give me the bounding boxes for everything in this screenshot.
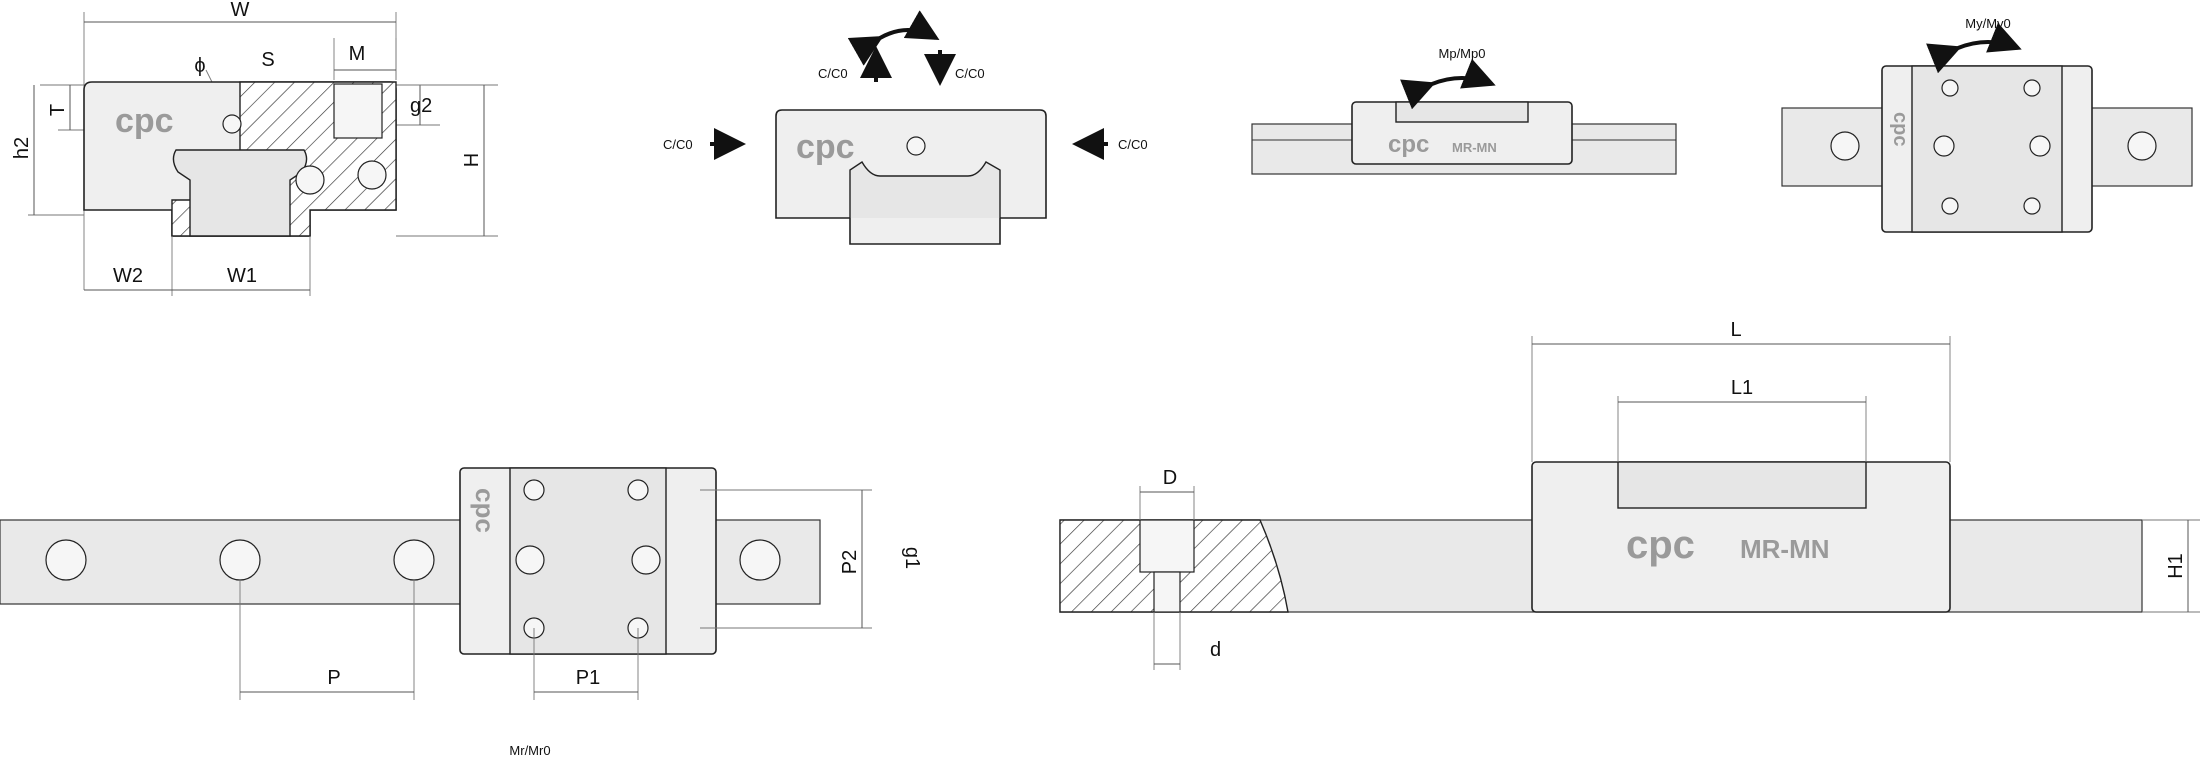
rail-top-view: cpc P P1 P2 g1 Mr/Mr0	[0, 467, 923, 758]
dim-L1-label: L1	[1731, 377, 1753, 399]
front-rail-profile	[849, 161, 1001, 218]
ball-right-2	[357, 160, 387, 190]
load-up-label: C/C0	[818, 66, 848, 81]
brand-logo-section: cpc	[115, 102, 174, 140]
yaw-moment-label: My/My0	[1965, 16, 2011, 31]
dim-g2-label: g2	[410, 95, 432, 117]
yaw-load-view: cpc My/My0	[1781, 16, 2193, 233]
dim-W1-label: W1	[227, 265, 257, 287]
dim-W2-label: W2	[113, 265, 143, 287]
brand-logo-side: cpc	[1388, 131, 1429, 158]
cross-section-view: W M S ϕ g2 H h2 T cpc	[11, 0, 498, 296]
dim-T-label: T	[47, 104, 69, 116]
bolt-hole	[1153, 571, 1181, 613]
pitch-moment-arrow	[1400, 58, 1496, 110]
dim-P1-label: P1	[576, 667, 600, 689]
roll-moment-label: Mr/Mr0	[509, 743, 550, 757]
lube-hole	[222, 114, 242, 134]
pitch-load-view: cpc MR-MN Mp/Mp0	[1251, 46, 1677, 175]
dim-W-label: W	[231, 0, 250, 21]
load-right-label: C/C0	[1118, 137, 1148, 152]
ball-right	[295, 165, 325, 195]
load-down-label: C/C0	[955, 66, 985, 81]
dim-d-label: d	[1210, 639, 1221, 661]
dim-H1-label: H1	[2165, 553, 2187, 579]
dim-phi-label: ϕ	[194, 55, 205, 77]
dim-H-label: H	[461, 153, 483, 167]
dim-P-label: P	[327, 667, 340, 689]
counterbore	[1139, 519, 1195, 573]
brand-logo-top-large: cpc	[470, 488, 500, 533]
rail-section	[172, 149, 308, 237]
model-label-side-large: MR-MN	[1740, 534, 1830, 564]
rail-hole-b	[219, 539, 261, 581]
rail-hole-c	[393, 539, 435, 581]
dim-g1-label: g1	[901, 547, 923, 569]
model-label-side: MR-MN	[1452, 140, 1497, 155]
tap-hole	[333, 83, 383, 139]
yaw-moment-arrow	[1926, 22, 2022, 74]
front-lube-hole	[906, 136, 926, 156]
brand-logo-front: cpc	[796, 128, 855, 166]
dim-L-label: L	[1730, 319, 1741, 341]
rail-side-view: cpc MR-MN L L1 D d H1	[1059, 319, 2200, 670]
dim-h2-label: h2	[11, 137, 33, 159]
dim-D-label: D	[1163, 467, 1177, 489]
rail-hole-2	[2127, 131, 2157, 161]
brand-logo-top-small: cpc	[1889, 112, 1911, 146]
dim-S-label: S	[261, 49, 274, 71]
dim-M-label: M	[349, 43, 366, 65]
rail-hole-d	[739, 539, 781, 581]
brand-logo-side-large: cpc	[1626, 523, 1695, 567]
side-block-top	[1395, 101, 1529, 123]
load-left-label: C/C0	[663, 137, 693, 152]
rail-hole-1	[1830, 131, 1860, 161]
rail-hole-a	[45, 539, 87, 581]
roll-moment-arrow	[847, 10, 940, 66]
dim-P2-label: P2	[839, 550, 861, 574]
side-block-large-top	[1617, 461, 1867, 509]
pitch-moment-label: Mp/Mp0	[1439, 46, 1486, 61]
front-load-view: cpc C/C0 C/C0 C/C0 C/C0	[663, 10, 1148, 245]
